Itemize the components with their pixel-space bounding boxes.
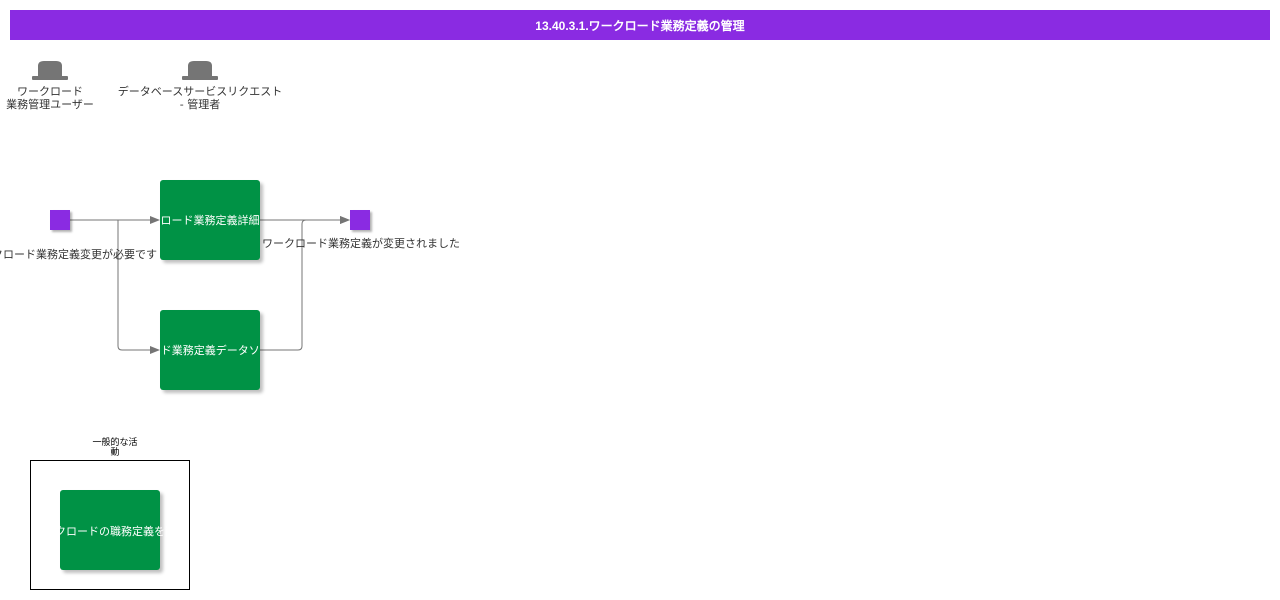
task-label: ワークロード業務定義データソースを編集 — [160, 344, 260, 357]
diagram-title: 13.40.3.1.ワークロード業務定義の管理 — [10, 10, 1270, 40]
user-hat-icon — [182, 61, 218, 80]
actor-label: ワークロード 業務管理ユーザー — [6, 85, 94, 111]
task-label: ワークロードの職務定義を削除 — [33, 525, 187, 538]
end-event[interactable] — [350, 210, 370, 230]
flow-start-to-datasource — [117, 220, 160, 354]
start-event[interactable] — [50, 210, 70, 230]
actor-label: データベースサービスリクエスト - 管理者 — [117, 85, 283, 111]
end-event-label: ワークロード業務定義が変更されました — [262, 237, 460, 250]
group-label: 一般的な活 動 — [92, 438, 138, 458]
task-box — [60, 490, 160, 570]
task-edit-data-source[interactable]: ワークロード業務定義データソースを編集 — [160, 310, 260, 390]
task-label: ワークロード業務定義詳細を編集 — [160, 214, 260, 227]
task-delete-definition[interactable]: ワークロードの職務定義を削除 — [33, 490, 187, 570]
user-hat-icon — [32, 61, 68, 80]
flow-datasource-to-end — [260, 216, 350, 351]
start-event-label: ワークロード業務定義変更が必要です — [0, 248, 157, 261]
general-activities-group — [30, 460, 190, 590]
task-edit-details[interactable]: ワークロード業務定義詳細を編集 — [160, 180, 260, 260]
